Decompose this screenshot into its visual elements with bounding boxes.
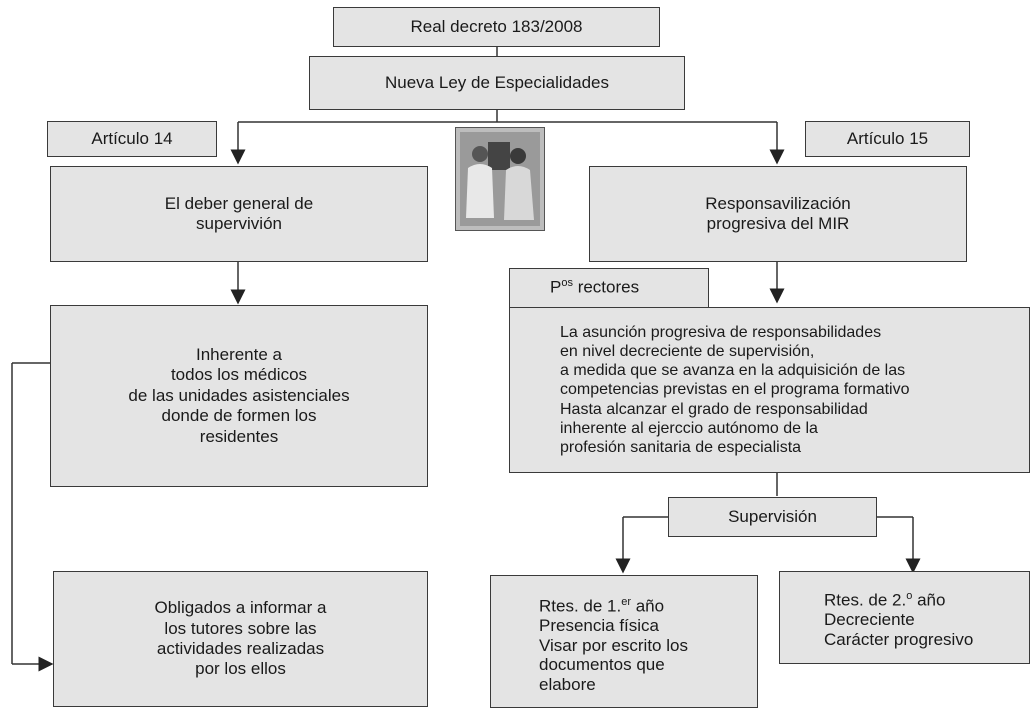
decree-box: Real decreto 183/2008 — [333, 7, 660, 47]
law-label: Nueva Ley de Especialidades — [385, 72, 609, 92]
article-15-label: Artículo 15 — [846, 128, 929, 148]
first-year-title: Rtes. de 1.er año — [539, 596, 665, 616]
progressive-responsibility-box: Responsavilización progresiva del MIR — [589, 166, 967, 262]
general-duty-text: El deber general de supervivión — [164, 193, 314, 233]
doctors-image — [455, 127, 545, 231]
supervision-label: Supervisión — [728, 506, 817, 526]
principles-text-box: La asunción progresiva de responsabilida… — [509, 307, 1030, 473]
law-box: Nueva Ley de Especialidades — [309, 56, 685, 110]
supervision-box: Supervisión — [668, 497, 877, 537]
first-year-details: Presencia física Visar por escrito los d… — [539, 616, 688, 694]
article-15-box: Artículo 15 — [805, 121, 970, 157]
article-14-box: Artículo 14 — [47, 121, 217, 157]
progressive-responsibility-text: Responsavilización progresiva del MIR — [705, 193, 851, 233]
second-year-title: Rtes. de 2.o año — [824, 590, 946, 610]
article-14-label: Artículo 14 — [91, 128, 173, 148]
second-year-box: Rtes. de 2.o año Decreciente Carácter pr… — [779, 571, 1030, 664]
principles-label-box: Pos rectores — [509, 268, 709, 308]
second-year-content: Rtes. de 2.o año Decreciente Carácter pr… — [824, 590, 973, 649]
obliged-box: Obligados a informar a los tutores sobre… — [53, 571, 428, 707]
first-year-box: Rtes. de 1.er año Presencia física Visar… — [490, 575, 758, 708]
general-duty-box: El deber general de supervivión — [50, 166, 428, 262]
second-year-details: Decreciente Carácter progresivo — [824, 610, 974, 649]
principles-label: Pos rectores — [550, 277, 640, 298]
obliged-text: Obligados a informar a los tutores sobre… — [154, 598, 327, 679]
doctors-illustration-icon — [460, 132, 540, 226]
principles-text: La asunción progresiva de responsabilida… — [560, 323, 910, 456]
inherent-box: Inherente a todos los médicos de las uni… — [50, 305, 428, 487]
first-year-content: Rtes. de 1.er año Presencia física Visar… — [539, 596, 688, 694]
inherent-text: Inherente a todos los médicos de las uni… — [128, 345, 350, 446]
decree-label: Real decreto 183/2008 — [410, 16, 583, 36]
